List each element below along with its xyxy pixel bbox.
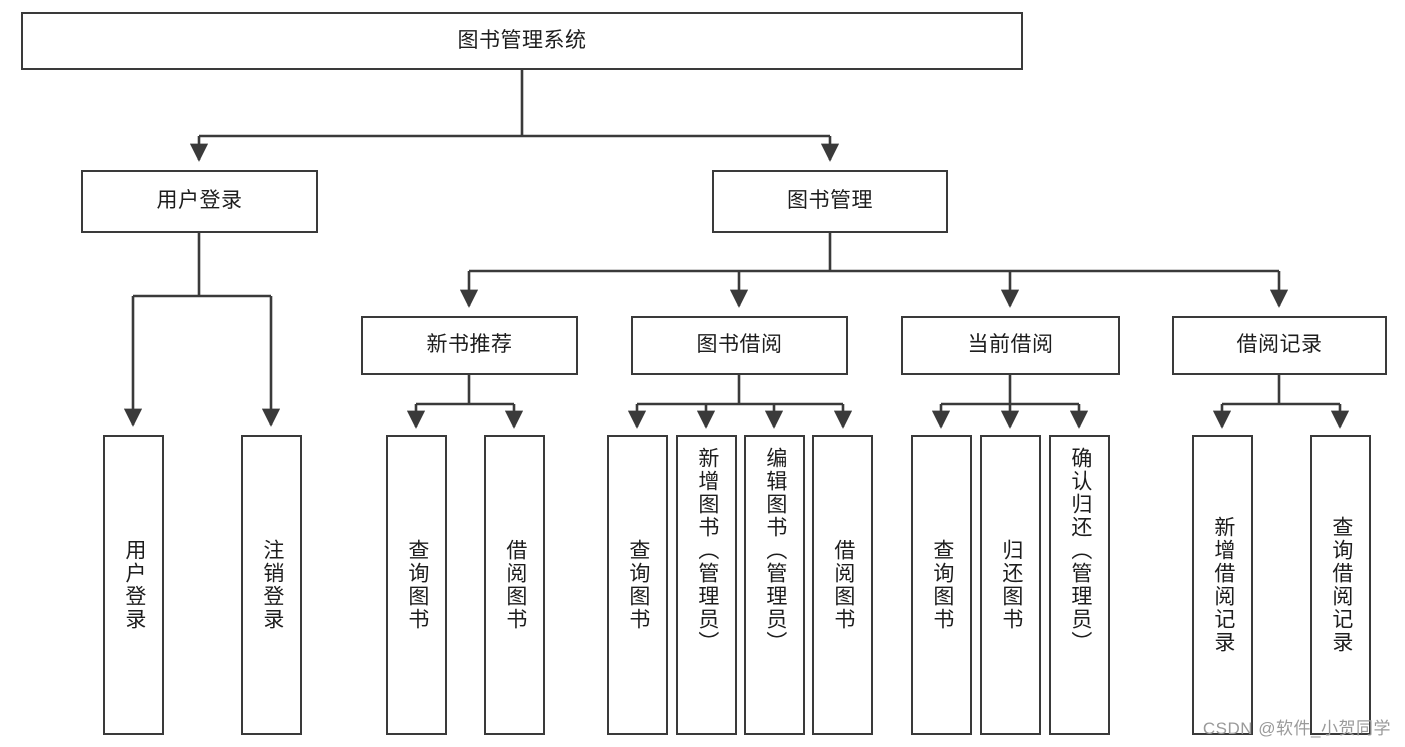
node-new-book-recommend[interactable]: 新书推荐 <box>361 316 578 375</box>
node-book-borrow[interactable]: 图书借阅 <box>631 316 848 375</box>
leaf-record-add[interactable]: 新增借阅记录 <box>1192 435 1253 735</box>
leaf-borrow-borrow-book[interactable]: 借阅图书 <box>812 435 873 735</box>
node-new-book-recommend-label: 新书推荐 <box>426 333 513 357</box>
node-user-login-label: 用户登录 <box>156 189 243 213</box>
node-current-borrow[interactable]: 当前借阅 <box>901 316 1120 375</box>
node-borrow-record[interactable]: 借阅记录 <box>1172 316 1387 375</box>
node-root[interactable]: 图书管理系统 <box>21 12 1023 70</box>
leaf-label: 用户登录 <box>122 539 146 631</box>
leaf-borrow-edit-book[interactable]: 编辑图书（管理员） <box>744 435 805 735</box>
leaf-new-book-query[interactable]: 查询图书 <box>386 435 447 735</box>
leaf-label: 注销登录 <box>260 539 284 631</box>
leaf-label: 查询图书 <box>930 539 954 631</box>
node-book-borrow-label: 图书借阅 <box>696 333 783 357</box>
leaf-current-query-book[interactable]: 查询图书 <box>911 435 972 735</box>
leaf-label: 归还图书 <box>999 539 1023 631</box>
leaf-label: 新增图书（管理员） <box>695 447 719 654</box>
leaf-label: 查询图书 <box>405 539 429 631</box>
node-borrow-record-label: 借阅记录 <box>1236 333 1323 357</box>
leaf-borrow-query-book[interactable]: 查询图书 <box>607 435 668 735</box>
leaf-label: 查询借阅记录 <box>1329 516 1353 654</box>
leaf-current-return-book[interactable]: 归还图书 <box>980 435 1041 735</box>
node-current-borrow-label: 当前借阅 <box>967 333 1054 357</box>
leaf-label: 确认归还（管理员） <box>1068 447 1092 654</box>
leaf-user-login-logout[interactable]: 注销登录 <box>241 435 302 735</box>
leaf-label: 借阅图书 <box>503 539 527 631</box>
leaf-record-query[interactable]: 查询借阅记录 <box>1310 435 1371 735</box>
node-book-management-label: 图书管理 <box>787 189 873 213</box>
leaf-label: 借阅图书 <box>831 539 855 631</box>
leaf-label: 新增借阅记录 <box>1211 516 1235 654</box>
node-root-label: 图书管理系统 <box>457 28 587 52</box>
leaf-borrow-add-book[interactable]: 新增图书（管理员） <box>676 435 737 735</box>
csdn-watermark: CSDN @软件_小贺同学 <box>1202 719 1391 738</box>
node-user-login[interactable]: 用户登录 <box>81 170 318 233</box>
leaf-label: 查询图书 <box>626 539 650 631</box>
leaf-user-login-login[interactable]: 用户登录 <box>103 435 164 735</box>
leaf-new-book-borrow[interactable]: 借阅图书 <box>484 435 545 735</box>
leaf-label: 编辑图书（管理员） <box>763 447 787 654</box>
node-book-management[interactable]: 图书管理 <box>712 170 948 233</box>
leaf-current-confirm-return[interactable]: 确认归还（管理员） <box>1049 435 1110 735</box>
